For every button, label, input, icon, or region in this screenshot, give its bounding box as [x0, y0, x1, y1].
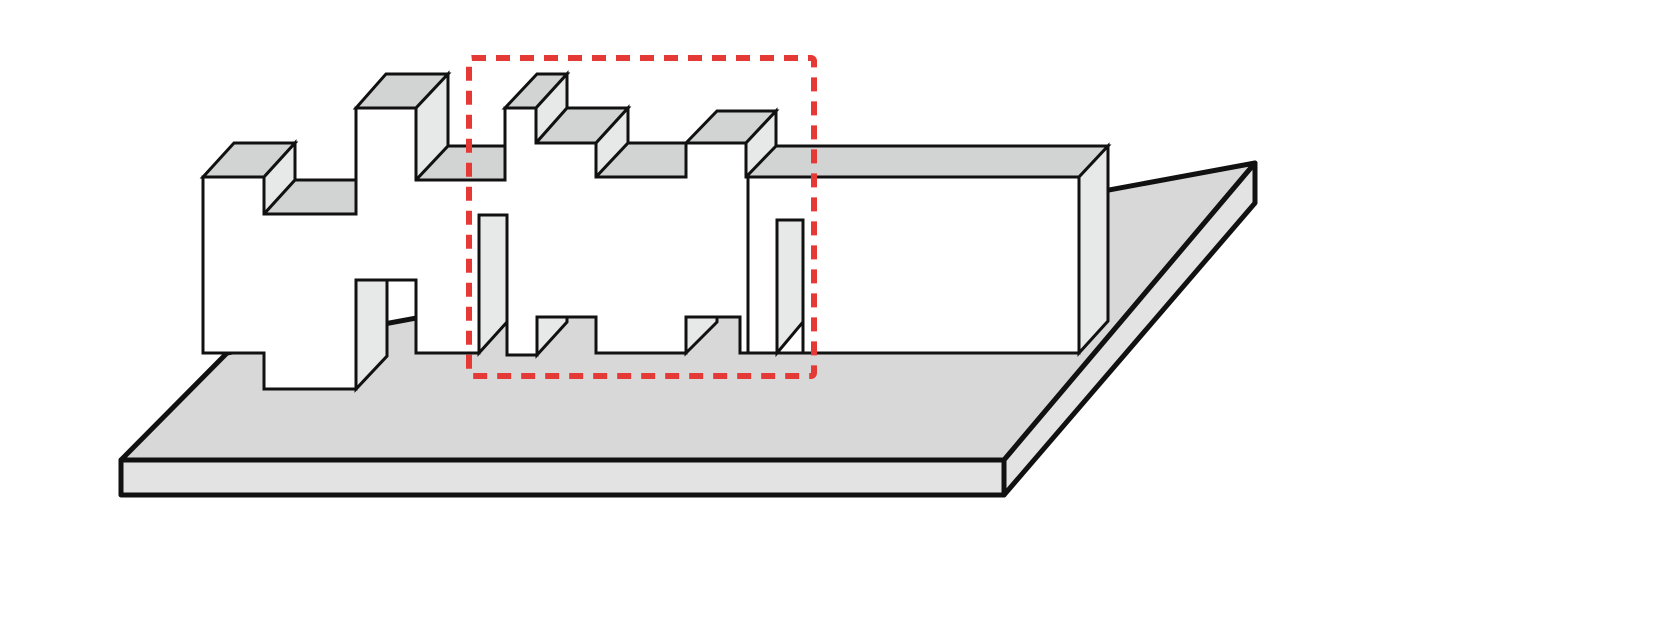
- comb-front-face: [201, 106, 805, 391]
- slot-2-wall: [535, 315, 569, 359]
- substrate-right-face: [1001, 160, 1258, 498]
- slot-3-wall: [684, 315, 719, 357]
- structure-edge-lines: [385, 280, 777, 355]
- highlight-region: [466, 55, 817, 379]
- mesa-structure: [199, 70, 1112, 393]
- slot-1-wall: [477, 213, 509, 357]
- substrate-front-face: [118, 457, 1007, 498]
- bottom-slot-face: [354, 278, 389, 393]
- right-block-top-face: [746, 144, 1112, 179]
- right-block-side-face: [1077, 142, 1110, 357]
- slot-4-wall: [775, 218, 805, 358]
